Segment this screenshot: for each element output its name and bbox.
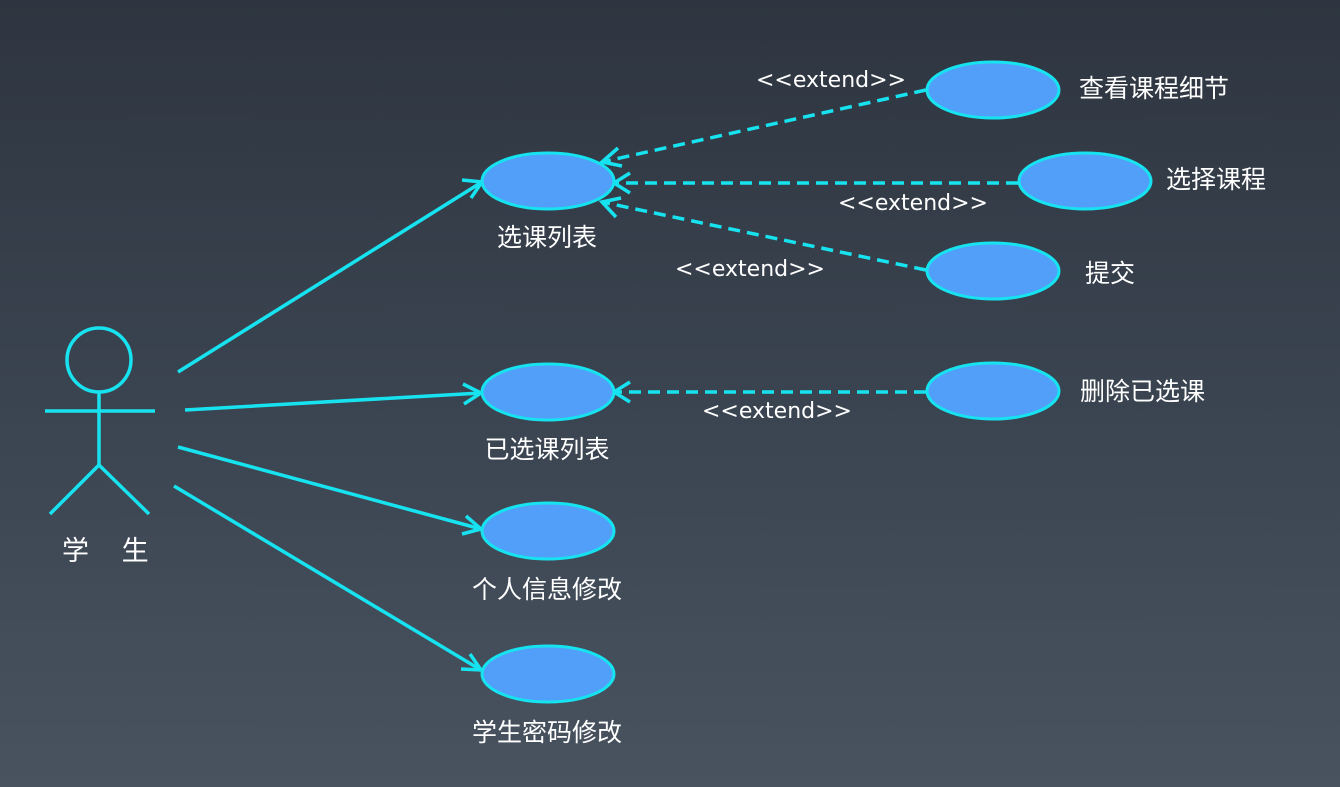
association-course-list <box>177 178 486 374</box>
actor-right-leg <box>97 463 151 516</box>
association-password <box>173 484 485 672</box>
usecase-submit-label: 提交 <box>1085 259 1135 288</box>
extend-view-detail-line <box>598 88 927 168</box>
extend-label-select-course: <<extend>> <box>838 191 988 216</box>
usecase-course-list-label: 选课列表 <box>497 223 597 252</box>
usecase-view-detail-label: 查看课程细节 <box>1079 74 1229 103</box>
usecase-select-course[interactable] <box>1017 151 1153 211</box>
usecase-delete-selected[interactable] <box>925 361 1061 421</box>
actor-student[interactable] <box>45 326 155 516</box>
actor-label: 学 生 <box>62 536 161 567</box>
usecase-submit[interactable] <box>925 241 1061 301</box>
usecase-view-detail[interactable] <box>925 60 1061 120</box>
usecase-personal-info-label: 个人信息修改 <box>472 575 622 604</box>
usecase-password-label: 学生密码修改 <box>472 718 622 747</box>
extend-submit-line <box>598 196 927 272</box>
association-selected-list <box>184 382 485 412</box>
usecase-delete-selected-label: 删除已选课 <box>1080 377 1205 406</box>
extend-select-course-line <box>610 171 1018 195</box>
usecase-password[interactable] <box>480 644 616 704</box>
usecase-selected-list[interactable] <box>480 362 616 422</box>
usecase-personal-info[interactable] <box>480 501 616 561</box>
extend-label-delete: <<extend>> <box>702 399 852 424</box>
usecase-course-list[interactable] <box>480 151 616 211</box>
actor-left-leg <box>48 463 101 516</box>
extend-label-view-detail: <<extend>> <box>756 68 906 93</box>
usecase-select-course-label: 选择课程 <box>1166 165 1266 194</box>
association-personal-info <box>177 445 485 536</box>
actor-head <box>65 326 133 394</box>
usecase-selected-list-label: 已选课列表 <box>484 435 609 464</box>
extend-label-submit: <<extend>> <box>675 257 825 282</box>
